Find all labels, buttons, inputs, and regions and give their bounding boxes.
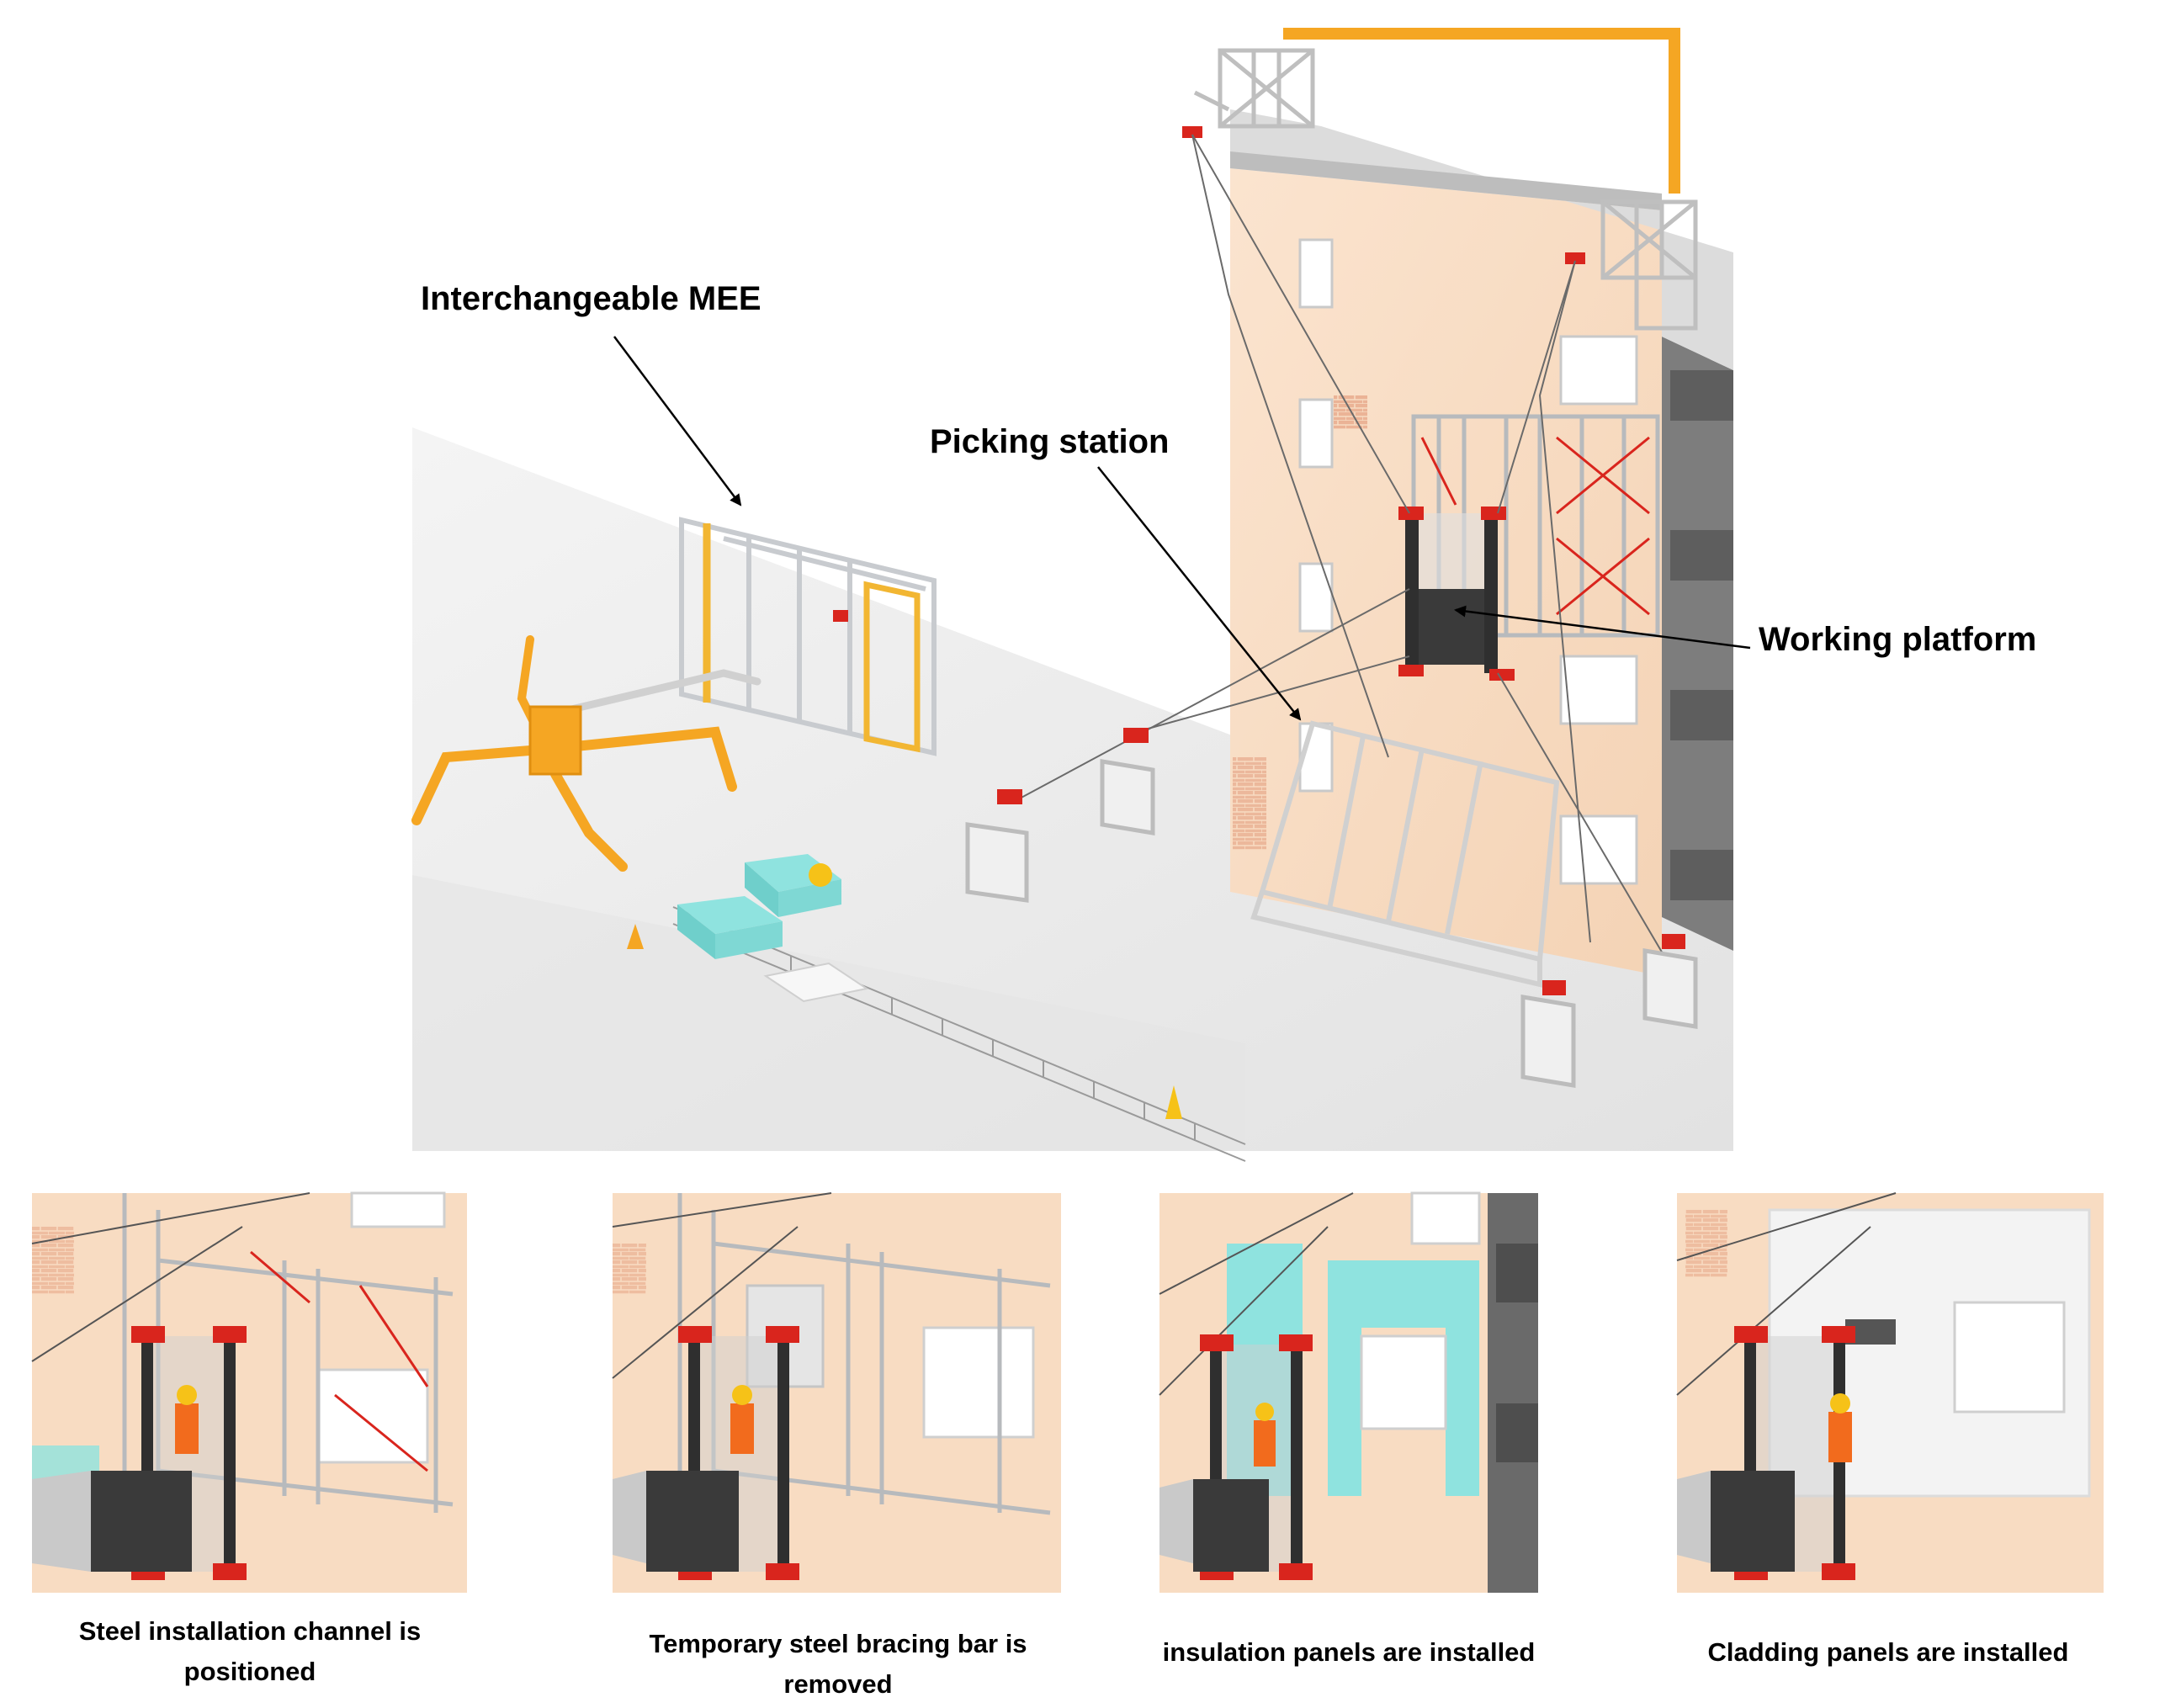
arrow-platform <box>1454 605 1751 650</box>
working-platform <box>1398 507 1515 681</box>
detail-panels <box>31 1191 2104 1593</box>
label-picking-station: Picking station <box>930 423 1170 460</box>
interchangeable-mee-frame <box>679 517 937 756</box>
annotation-arrows <box>613 336 1751 721</box>
detail-panel-4 <box>1676 1192 2104 1593</box>
label-working-platform: Working platform <box>1759 621 2037 658</box>
caption-steel-channel: Steel installation channel is positioned <box>78 1616 422 1687</box>
caption-insulation: insulation panels are installed <box>1162 1637 1536 1667</box>
rooftop-outriggers <box>1182 28 1698 331</box>
spider-crane <box>411 635 761 872</box>
winch-stands <box>965 728 1698 1088</box>
detail-panel-3 <box>1159 1191 1538 1593</box>
arrow-mee <box>613 336 742 507</box>
label-interchangeable-mee: Interchangeable MEE <box>421 280 761 317</box>
panel-rack <box>1250 720 1560 988</box>
detail-panel-2 <box>612 1192 1061 1593</box>
detail-panel-1 <box>31 1191 467 1593</box>
material-pallets <box>627 854 1182 1119</box>
facade-windows <box>1298 238 1638 885</box>
building-side <box>1662 337 1733 951</box>
caption-bracing-removed: Temporary steel bracing bar is removed <box>649 1629 1027 1700</box>
main-scene <box>411 28 1733 1162</box>
arrow-picking <box>1097 466 1302 721</box>
suspension-cables <box>1017 134 1667 960</box>
caption-cladding: Cladding panels are installed <box>1707 1637 2069 1667</box>
